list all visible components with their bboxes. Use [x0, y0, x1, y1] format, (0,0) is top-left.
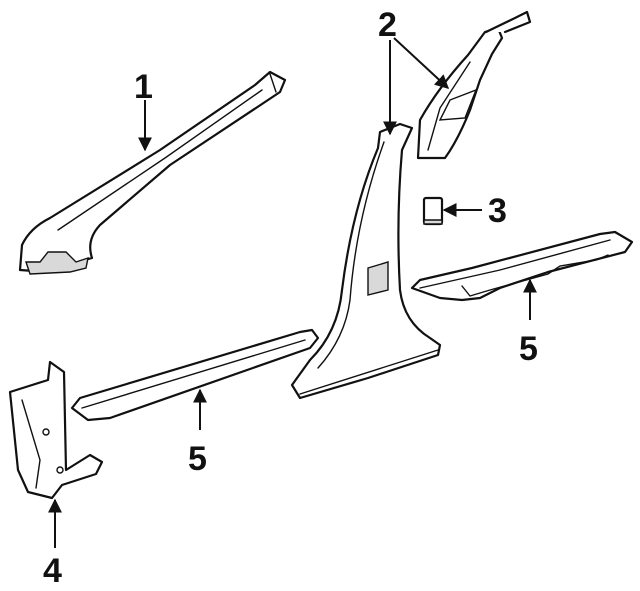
- center-pillar-lower-trim: [290, 122, 442, 400]
- callout-5-front: 5: [188, 440, 207, 478]
- leader-2b: [393, 37, 450, 89]
- callout-5-rear: 5: [519, 330, 538, 368]
- upper-center-pillar-trim: [416, 10, 532, 160]
- front-pillar-trim: [18, 70, 287, 275]
- callout-2: 2: [378, 6, 397, 44]
- callout-4: 4: [43, 552, 62, 590]
- clip: [422, 196, 444, 226]
- kick-panel: [8, 360, 104, 500]
- callout-1: 1: [134, 68, 153, 106]
- callout-3: 3: [488, 192, 507, 230]
- front-scuff-plate: [70, 328, 320, 422]
- rear-scuff-plate: [410, 230, 634, 302]
